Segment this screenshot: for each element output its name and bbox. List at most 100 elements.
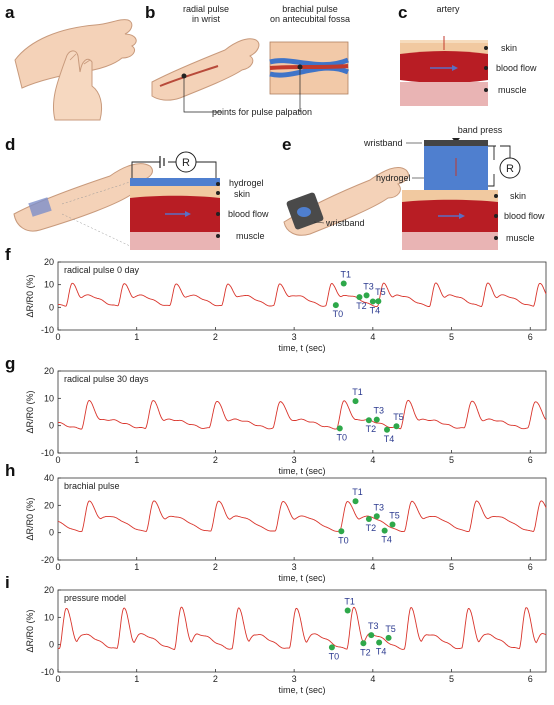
panel-letter-d: d — [5, 135, 15, 154]
y-tick-label-f: 0 — [49, 302, 54, 312]
point-label-t0-g: T0 — [337, 432, 348, 442]
band-press-plate — [424, 140, 488, 146]
panel-letter-e: e — [282, 135, 291, 154]
plot-frame-i — [57, 589, 547, 673]
panel-letter-g: g — [5, 354, 15, 373]
x-tick-label-f: 4 — [370, 332, 375, 342]
x-tick-label-f: 0 — [55, 332, 60, 342]
label-blood-flow-c: blood flow — [496, 63, 537, 73]
leader-wristband — [313, 221, 325, 224]
x-tick-label-g: 6 — [528, 455, 533, 465]
panel-e: e band press wristband wristband hydroge… — [282, 125, 545, 250]
label-muscle-e: muscle — [506, 233, 535, 243]
y-tick-label-f: 10 — [44, 280, 54, 290]
point-t3-f — [363, 292, 370, 299]
point-label-t1-f: T1 — [340, 270, 351, 280]
blood-flow-layer-e — [402, 199, 498, 235]
point-label-t2-f: T2 — [356, 301, 367, 311]
panel-c: c artery skin blood flow muscle — [398, 3, 537, 106]
point-label-t1-i: T1 — [344, 597, 355, 607]
y-axis-label-h: ΔR/R0 (%) — [25, 497, 35, 540]
flow-arrow-head-e — [459, 213, 465, 219]
y-tick-label-h: 0 — [49, 528, 54, 538]
point-label-t2-g: T2 — [366, 424, 377, 434]
point-t5-f — [375, 298, 382, 305]
point-t4-h — [381, 527, 388, 534]
label-brachial-pulse-line1: brachial pulse — [282, 4, 338, 14]
point-label-t3-g: T3 — [374, 406, 385, 416]
x-tick-label-i: 5 — [449, 674, 454, 684]
blood-flow-layer-c — [400, 51, 488, 83]
point-t1-i — [344, 607, 351, 614]
y-tick-label-g: 0 — [49, 421, 54, 431]
point-t3-h — [373, 513, 380, 520]
x-tick-label-g: 5 — [449, 455, 454, 465]
label-muscle-c: muscle — [498, 85, 527, 95]
panel-letter-b: b — [145, 3, 155, 22]
resistance-label-e: R — [506, 163, 514, 175]
point-t0-g — [336, 425, 343, 432]
point-label-t2-i: T2 — [360, 647, 371, 657]
y-tick-label-h: 40 — [44, 473, 54, 483]
y-axis-label-g: ΔR/R0 (%) — [25, 390, 35, 433]
point-t0-h — [338, 528, 345, 535]
muscle-layer-d — [130, 232, 220, 250]
label-artery: artery — [436, 4, 460, 14]
x-tick-label-i: 1 — [134, 674, 139, 684]
y-axis-label-f: ΔR/R0 (%) — [25, 274, 35, 317]
panel-letter-c: c — [398, 3, 407, 22]
x-axis-label-h: time, t (sec) — [278, 573, 325, 583]
y-tick-label-i: 20 — [44, 585, 54, 595]
circuit-wires-e — [488, 145, 495, 187]
marker-muscle-c — [484, 88, 488, 92]
point-t1-g — [352, 398, 359, 405]
point-t3-g — [373, 416, 380, 423]
x-tick-label-i: 3 — [292, 674, 297, 684]
point-label-t1-g: T1 — [352, 387, 363, 397]
marker-blood-e — [494, 214, 498, 218]
zoom-guide-lines-d — [61, 181, 131, 247]
chart-title-f: radical pulse 0 day — [64, 265, 140, 275]
pulse-trace-i — [57, 606, 547, 650]
label-radial-pulse-line2: in wrist — [192, 14, 221, 24]
marker-skin-e — [494, 194, 498, 198]
point-t0-i — [328, 644, 335, 651]
label-blood-flow-e: blood flow — [504, 211, 545, 221]
plot-frame-h — [57, 477, 547, 561]
x-tick-label-h: 5 — [449, 562, 454, 572]
finger-crease-lines — [69, 53, 91, 65]
point-t0-f — [332, 302, 339, 309]
y-tick-label-h: 20 — [44, 500, 54, 510]
x-tick-label-g: 3 — [292, 455, 297, 465]
x-tick-label-f: 3 — [292, 332, 297, 342]
hand-lower-illustration — [52, 50, 103, 121]
point-t1-f — [340, 280, 347, 287]
x-tick-label-h: 4 — [370, 562, 375, 572]
point-t4-f — [369, 298, 376, 305]
x-tick-label-g: 0 — [55, 455, 60, 465]
flow-arrow-head-c — [452, 65, 458, 71]
point-label-t0-h: T0 — [338, 535, 349, 545]
point-label-t1-h: T1 — [352, 487, 363, 497]
brachial-artery-line — [269, 64, 349, 70]
y-tick-label-f: 20 — [44, 257, 54, 267]
leader-line-radial — [183, 76, 222, 113]
muscle-layer-c — [400, 82, 488, 106]
x-axis-label-g: time, t (sec) — [278, 466, 325, 476]
point-t2-h — [365, 516, 372, 522]
label-radial-pulse-line1: radial pulse — [183, 4, 229, 14]
muscle-layer-e — [402, 232, 498, 250]
panel-letter-i: i — [5, 573, 10, 592]
plot-frame-g — [57, 370, 547, 454]
pulse-trace-g — [58, 399, 547, 430]
x-tick-label-i: 4 — [370, 674, 375, 684]
y-tick-label-i: -10 — [41, 667, 54, 677]
panel-letter-h: h — [5, 461, 15, 480]
sensor-patch-d — [28, 197, 52, 217]
marker-hydrogel-d — [216, 182, 220, 186]
label-muscle-d: muscle — [236, 231, 265, 241]
